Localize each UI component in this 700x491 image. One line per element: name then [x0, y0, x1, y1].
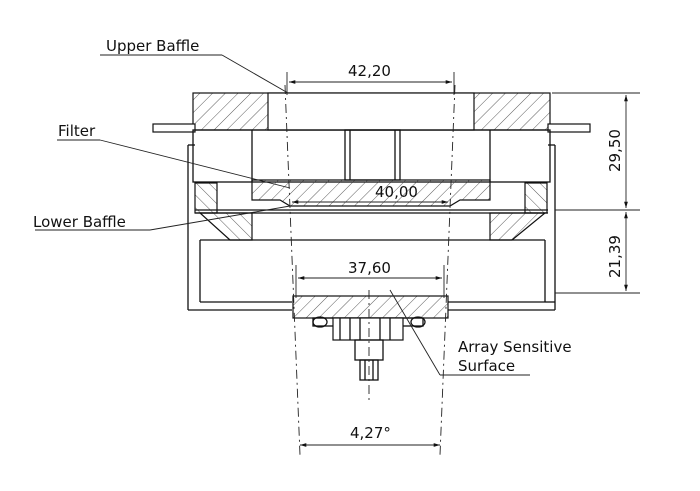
dim-text-angle: 4,27°: [350, 424, 391, 442]
label-surface: Surface: [458, 357, 515, 375]
middle-body: [192, 129, 551, 183]
leader-lines: [35, 54, 530, 376]
lower-housing: [187, 144, 556, 311]
dim-text-lower-width: 37,60: [348, 259, 391, 277]
upper-housing: [152, 92, 591, 133]
dim-text-upper-height: 29,50: [606, 129, 624, 172]
dim-text-lower-height: 21,39: [606, 235, 624, 278]
dim-text-upper-width: 42,20: [348, 62, 391, 80]
filter-element: [194, 179, 548, 214]
dim-upper-width: [286, 72, 455, 95]
dim-text-filter-width: 40,00: [375, 183, 418, 201]
label-lower-baffle: Lower Baffle: [33, 213, 126, 231]
label-filter: Filter: [58, 122, 96, 140]
label-upper-baffle: Upper Baffle: [106, 37, 199, 55]
label-array-sensitive: Array Sensitive: [458, 338, 572, 356]
array-assembly: [292, 295, 449, 381]
dim-lower-width: [295, 265, 445, 298]
optical-lines: [284, 84, 456, 456]
dim-heights: [552, 92, 640, 294]
